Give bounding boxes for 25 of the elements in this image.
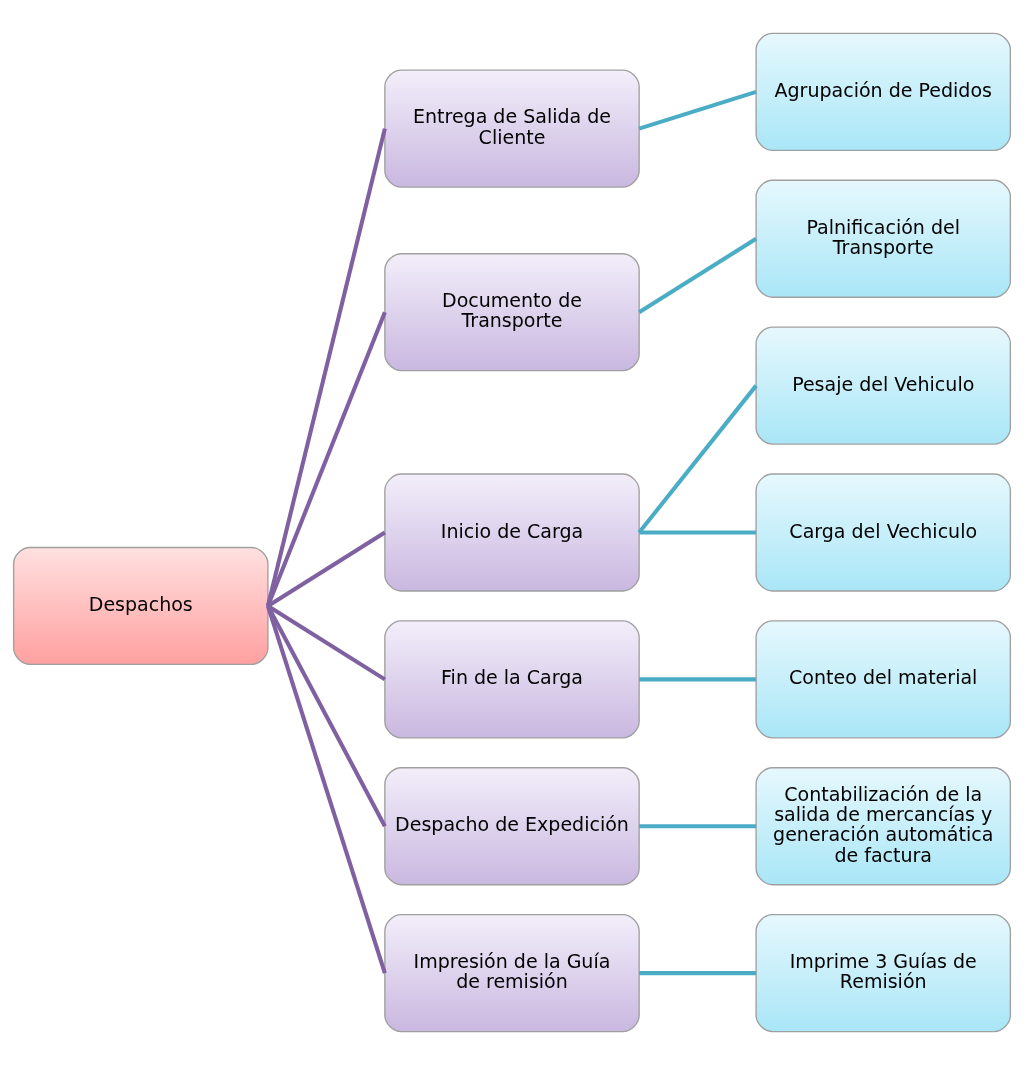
node-box: Conteo del material — [755, 620, 1012, 739]
node-box: Fin de la Carga — [384, 620, 640, 739]
node-box: Palnificación del Transporte — [755, 179, 1012, 298]
node-box: Entrega de Salida de Cliente — [384, 69, 640, 188]
node-box: Carga del Vechiculo — [755, 473, 1012, 592]
connector — [639, 530, 757, 535]
connector — [639, 824, 757, 829]
node-box: Inicio de Carga — [384, 473, 640, 592]
connector — [266, 311, 387, 607]
node-box: Pesaje del Vehiculo — [755, 326, 1012, 445]
connector — [266, 604, 387, 828]
connector — [265, 128, 387, 607]
connector — [265, 605, 387, 974]
connector — [637, 384, 758, 534]
node-box: Agrupación de Pedidos — [755, 32, 1012, 152]
connector — [639, 971, 757, 976]
node-box: Contabilización de la salida de mercancías y generación automática de factura — [755, 767, 1012, 886]
connector — [639, 677, 757, 682]
connector — [638, 89, 757, 131]
node-box: Despachos — [12, 546, 269, 666]
node-box: Documento de Transporte — [384, 253, 640, 372]
node-box: Despacho de Expedición — [384, 767, 640, 886]
node-box: Impresión de la Guía de remisión — [384, 913, 640, 1033]
connector — [638, 237, 758, 314]
node-box: Imprime 3 Guías de Remisión — [755, 913, 1012, 1033]
